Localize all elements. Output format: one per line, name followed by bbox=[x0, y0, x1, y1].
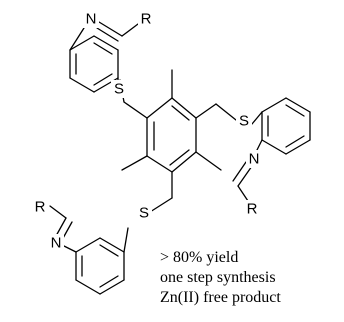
double-bond bbox=[171, 105, 190, 121]
note-zn-free: Zn(II) free product bbox=[160, 289, 281, 306]
atom-labels: N R S S N R S R N bbox=[32, 10, 262, 252]
bond bbox=[93, 35, 119, 51]
atom-r-right: R bbox=[247, 201, 258, 218]
bond bbox=[146, 97, 173, 119]
methyl-left bbox=[121, 155, 148, 171]
c-r-bond bbox=[121, 23, 139, 37]
n-c-double-2 bbox=[232, 161, 247, 182]
double-bond bbox=[93, 42, 113, 55]
double-bond bbox=[99, 275, 119, 288]
methylene-linkers bbox=[119, 79, 237, 213]
n-c-double bbox=[55, 217, 67, 237]
atom-s-top-left: S bbox=[114, 81, 124, 98]
c-s-bond bbox=[123, 227, 129, 253]
methyl-right bbox=[195, 151, 222, 171]
imine-top-left bbox=[69, 21, 139, 51]
bond bbox=[285, 97, 311, 113]
double-bond bbox=[93, 73, 113, 86]
atom-n-bottom: N bbox=[51, 235, 62, 252]
atom-n-top-left: N bbox=[86, 11, 97, 28]
n-c-double bbox=[237, 165, 253, 187]
bond bbox=[171, 97, 197, 119]
bond bbox=[69, 77, 95, 93]
atom-r-bottom: R bbox=[35, 199, 46, 216]
atom-s-bottom: S bbox=[139, 205, 149, 222]
c-r-bond bbox=[49, 205, 67, 219]
double-bond bbox=[285, 104, 305, 117]
bond bbox=[261, 97, 287, 113]
bond bbox=[99, 237, 125, 253]
aryl-ring-top-left bbox=[69, 35, 119, 93]
aryl-ring-right bbox=[261, 97, 311, 155]
s-aryl-right bbox=[251, 111, 263, 125]
atom-r-top-left: R bbox=[141, 11, 152, 28]
ch2-bond-right bbox=[195, 103, 217, 119]
atom-s-right: S bbox=[239, 113, 249, 130]
bond bbox=[69, 35, 95, 51]
bond bbox=[75, 237, 101, 253]
double-bond bbox=[99, 244, 119, 257]
bond bbox=[99, 279, 125, 295]
ch2-bond-bottom-s bbox=[149, 197, 173, 213]
ch2-bond-right-s bbox=[215, 103, 237, 121]
note-yield: > 80% yield bbox=[160, 249, 239, 266]
c-n-bond bbox=[69, 27, 85, 51]
bond bbox=[146, 155, 173, 173]
bond bbox=[285, 139, 311, 155]
methyl-groups bbox=[121, 69, 222, 171]
synthesis-notes: > 80% yield one step synthesis Zn(II) fr… bbox=[160, 248, 281, 308]
double-bond bbox=[169, 149, 190, 166]
note-one-step: one step synthesis bbox=[160, 269, 276, 286]
central-benzene-ring bbox=[146, 97, 197, 173]
bond bbox=[261, 139, 287, 155]
n-c-double bbox=[98, 21, 123, 37]
aryl-ring-bottom bbox=[75, 237, 125, 295]
atom-n-right: N bbox=[249, 151, 260, 168]
double-bond bbox=[285, 135, 305, 148]
c-n-bond bbox=[63, 245, 77, 253]
bond bbox=[75, 279, 101, 295]
bond bbox=[171, 151, 197, 173]
n-c-double-2 bbox=[96, 27, 119, 42]
ch2-bond-left bbox=[123, 101, 148, 119]
